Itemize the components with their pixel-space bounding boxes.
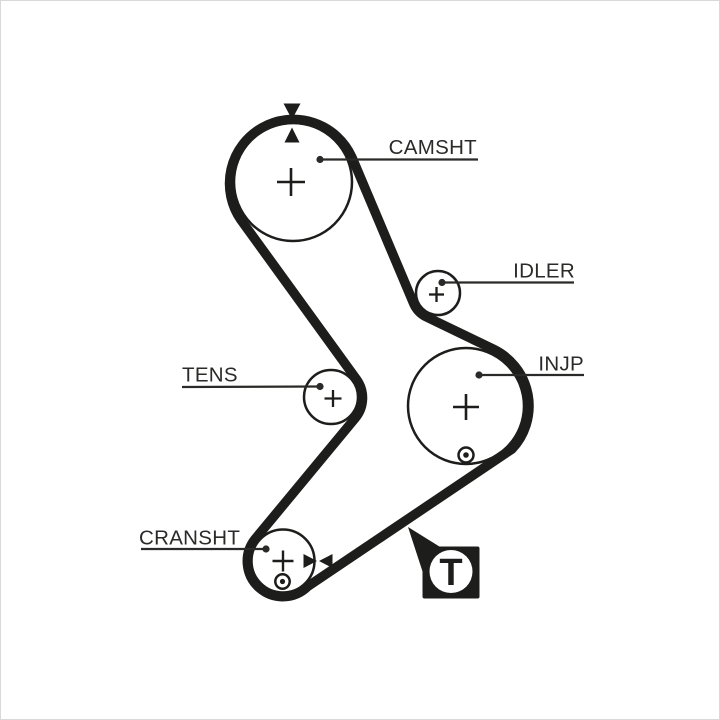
camshaft-label: CAMSHT bbox=[389, 136, 478, 159]
camshaft-center-mark bbox=[277, 168, 305, 196]
idler-pulley bbox=[414, 269, 462, 317]
tensioner-leader-dot bbox=[316, 382, 324, 391]
idler-leader-dot bbox=[438, 278, 446, 287]
tensioner-label: TENS bbox=[182, 364, 238, 387]
crankshaft-leader-dot bbox=[262, 545, 270, 553]
tensioner-center-mark bbox=[324, 390, 342, 407]
crankshaft-label: CRANSHT bbox=[139, 527, 240, 550]
leader-dots bbox=[262, 155, 483, 553]
injection-pump-label: INJP bbox=[538, 353, 584, 376]
timing-badge: T bbox=[408, 527, 480, 599]
tensioner-leader-line bbox=[181, 385, 321, 389]
idler-label: IDLER bbox=[513, 260, 575, 283]
timing-badge-circle bbox=[429, 550, 473, 593]
crankshaft-center-mark bbox=[272, 550, 294, 572]
injection-pump-leader-dot bbox=[475, 371, 483, 379]
injection-pump-bolt-mark bbox=[457, 446, 475, 464]
injection-pump-center-mark bbox=[453, 394, 479, 420]
camshaft-timing-mark-outer bbox=[283, 103, 301, 120]
camshaft-timing-mark-inner bbox=[284, 127, 300, 143]
timing-badge-letter: T bbox=[439, 552, 462, 594]
idler-center-mark bbox=[429, 287, 444, 302]
timing-belt bbox=[224, 114, 534, 602]
crankshaft-timing-marks bbox=[303, 554, 333, 568]
crankshaft-bolt-mark bbox=[274, 573, 291, 590]
leader-lines bbox=[141, 158, 584, 551]
camshaft-leader-dot bbox=[316, 155, 324, 164]
